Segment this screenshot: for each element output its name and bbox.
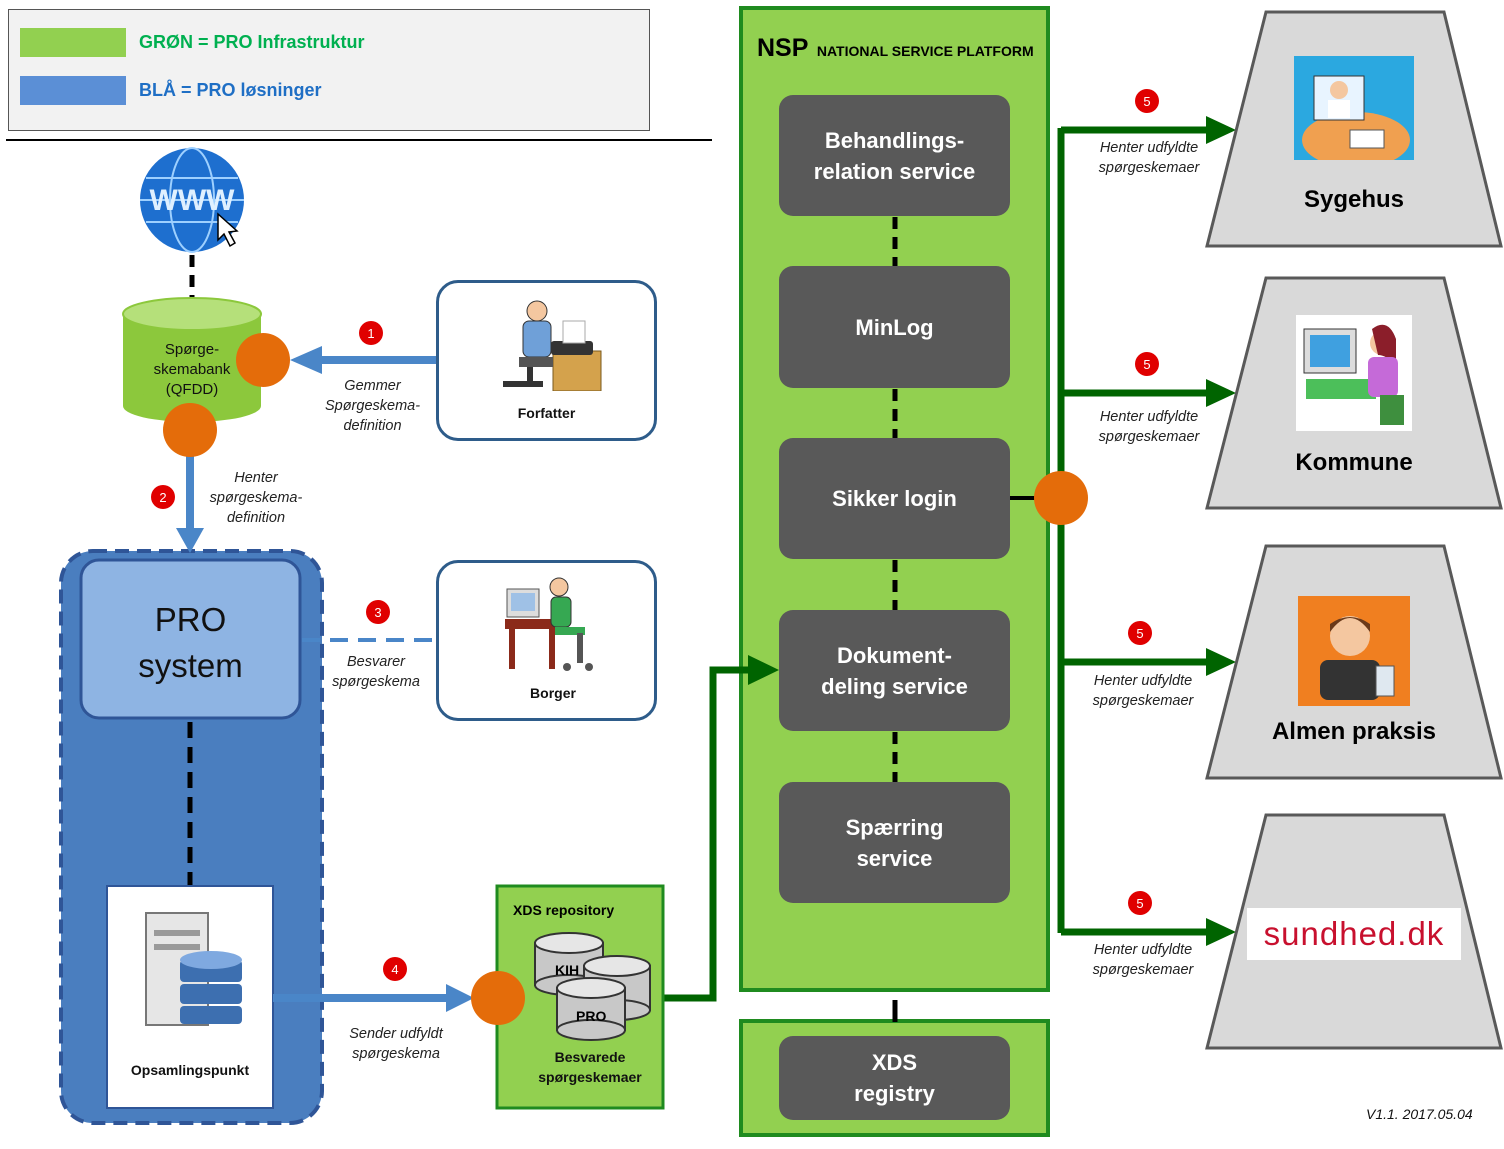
legend-green-swatch [20, 28, 126, 57]
version-label: V1.1. 2017.05.04 [1366, 1106, 1473, 1122]
arrow-head [1206, 116, 1236, 144]
repository-caption: Besvarede spørgeskemaer [538, 1049, 642, 1085]
connector-dot [1034, 471, 1088, 525]
svg-text:WWW: WWW [150, 184, 236, 217]
municipality-worker-icon [1296, 315, 1412, 431]
legend-blue-label: BLÅ = PRO løsninger [139, 80, 322, 100]
arrow-head [446, 984, 474, 1012]
consumer-kommune: Kommune [1295, 449, 1413, 476]
service-minlog: MinLog [779, 266, 1010, 388]
step-5-label: Henter udfyldte spørgeskemaer [1098, 409, 1200, 445]
step-2-label: Henter spørgeskema-definition [209, 470, 303, 526]
step-5-label: Henter udfyldte spørgeskemaer [1098, 140, 1200, 176]
cylinder-kih-label: KIH [555, 962, 580, 978]
service-dokumentdeling: Dokument-deling service [779, 610, 1010, 731]
connector-dot [236, 333, 290, 387]
citizen-computer-icon [505, 577, 593, 671]
sundhed-dk-logo: sundhed.dk [1247, 908, 1461, 960]
legend-green-label: GRØN = PRO Infrastruktur [139, 32, 365, 52]
nsp-title-main: NSP [757, 34, 809, 62]
arrow-head [748, 655, 779, 685]
step-4-label: Sender udfyldt spørgeskema [349, 1026, 443, 1062]
step-3-label: Besvarer spørgeskema [332, 654, 420, 690]
step-2-badge: 2 [151, 485, 175, 509]
legend: GRØN = PRO Infrastruktur BLÅ = PRO løsni… [8, 9, 650, 131]
step-1-badge: 1 [359, 321, 383, 345]
step-5-badge: 5 [1128, 891, 1152, 915]
consumer-almen-praksis: Almen praksis [1271, 718, 1437, 745]
service-sikker-login: Sikker login [779, 438, 1010, 559]
step-5-badge: 5 [1128, 621, 1152, 645]
step-5-badge: 5 [1135, 89, 1159, 113]
hospital-doctor-icon [1294, 56, 1414, 160]
general-practice-icon [1298, 596, 1410, 706]
arrow-head [1206, 918, 1236, 946]
arrow-head [290, 346, 322, 374]
service-spaerring: Spærring service [779, 782, 1010, 903]
connector-dot [163, 403, 217, 457]
arrow-head [176, 528, 204, 553]
questionnaire-database-icon [122, 297, 262, 422]
step-5-label: Henter udfyldte spørgeskemaer [1092, 673, 1194, 709]
step-4-badge: 4 [383, 957, 407, 981]
citizen-label: Borger [530, 685, 576, 701]
arrow-head [1206, 648, 1236, 676]
pro-system-label: PRO system [138, 601, 243, 684]
step-3-badge: 3 [366, 600, 390, 624]
server-icon [145, 912, 242, 1026]
author-label: Forfatter [517, 405, 576, 421]
step-5-badge: 5 [1135, 352, 1159, 376]
www-globe-icon: WWW [140, 147, 244, 253]
arrow-head [1206, 379, 1236, 407]
legend-blue-swatch [20, 76, 126, 105]
xds-registry: XDS registry [779, 1036, 1010, 1120]
author-typewriter-icon [503, 300, 602, 391]
service-behandlingsrelation: Behandlings-relation service [779, 95, 1010, 216]
pro-system-box [79, 558, 302, 720]
nsp-title: NSP NATIONAL SERVICE PLATFORM [757, 34, 1034, 63]
nsp-title-sub: NATIONAL SERVICE PLATFORM [816, 43, 1034, 59]
consumer-sygehus: Sygehus [1303, 186, 1405, 213]
collection-point-label: Opsamlingspunkt [130, 1062, 250, 1078]
cylinder-pro-label: PRO [576, 1008, 607, 1024]
author-box: Forfatter [436, 280, 657, 441]
step-1-label: Gemmer Spørgeskema-definition [324, 378, 421, 434]
step-5-label: Henter udfyldte spørgeskemaer [1092, 942, 1194, 978]
xds-repository-title: XDS repository [513, 902, 615, 918]
repository-to-docshare-line [664, 666, 752, 1002]
database-label: Spørge-skemabank (QFDD) [153, 341, 231, 398]
citizen-box: Borger [436, 560, 657, 721]
connector-dot [471, 971, 525, 1025]
repository-cylinders-icon [534, 932, 651, 1041]
